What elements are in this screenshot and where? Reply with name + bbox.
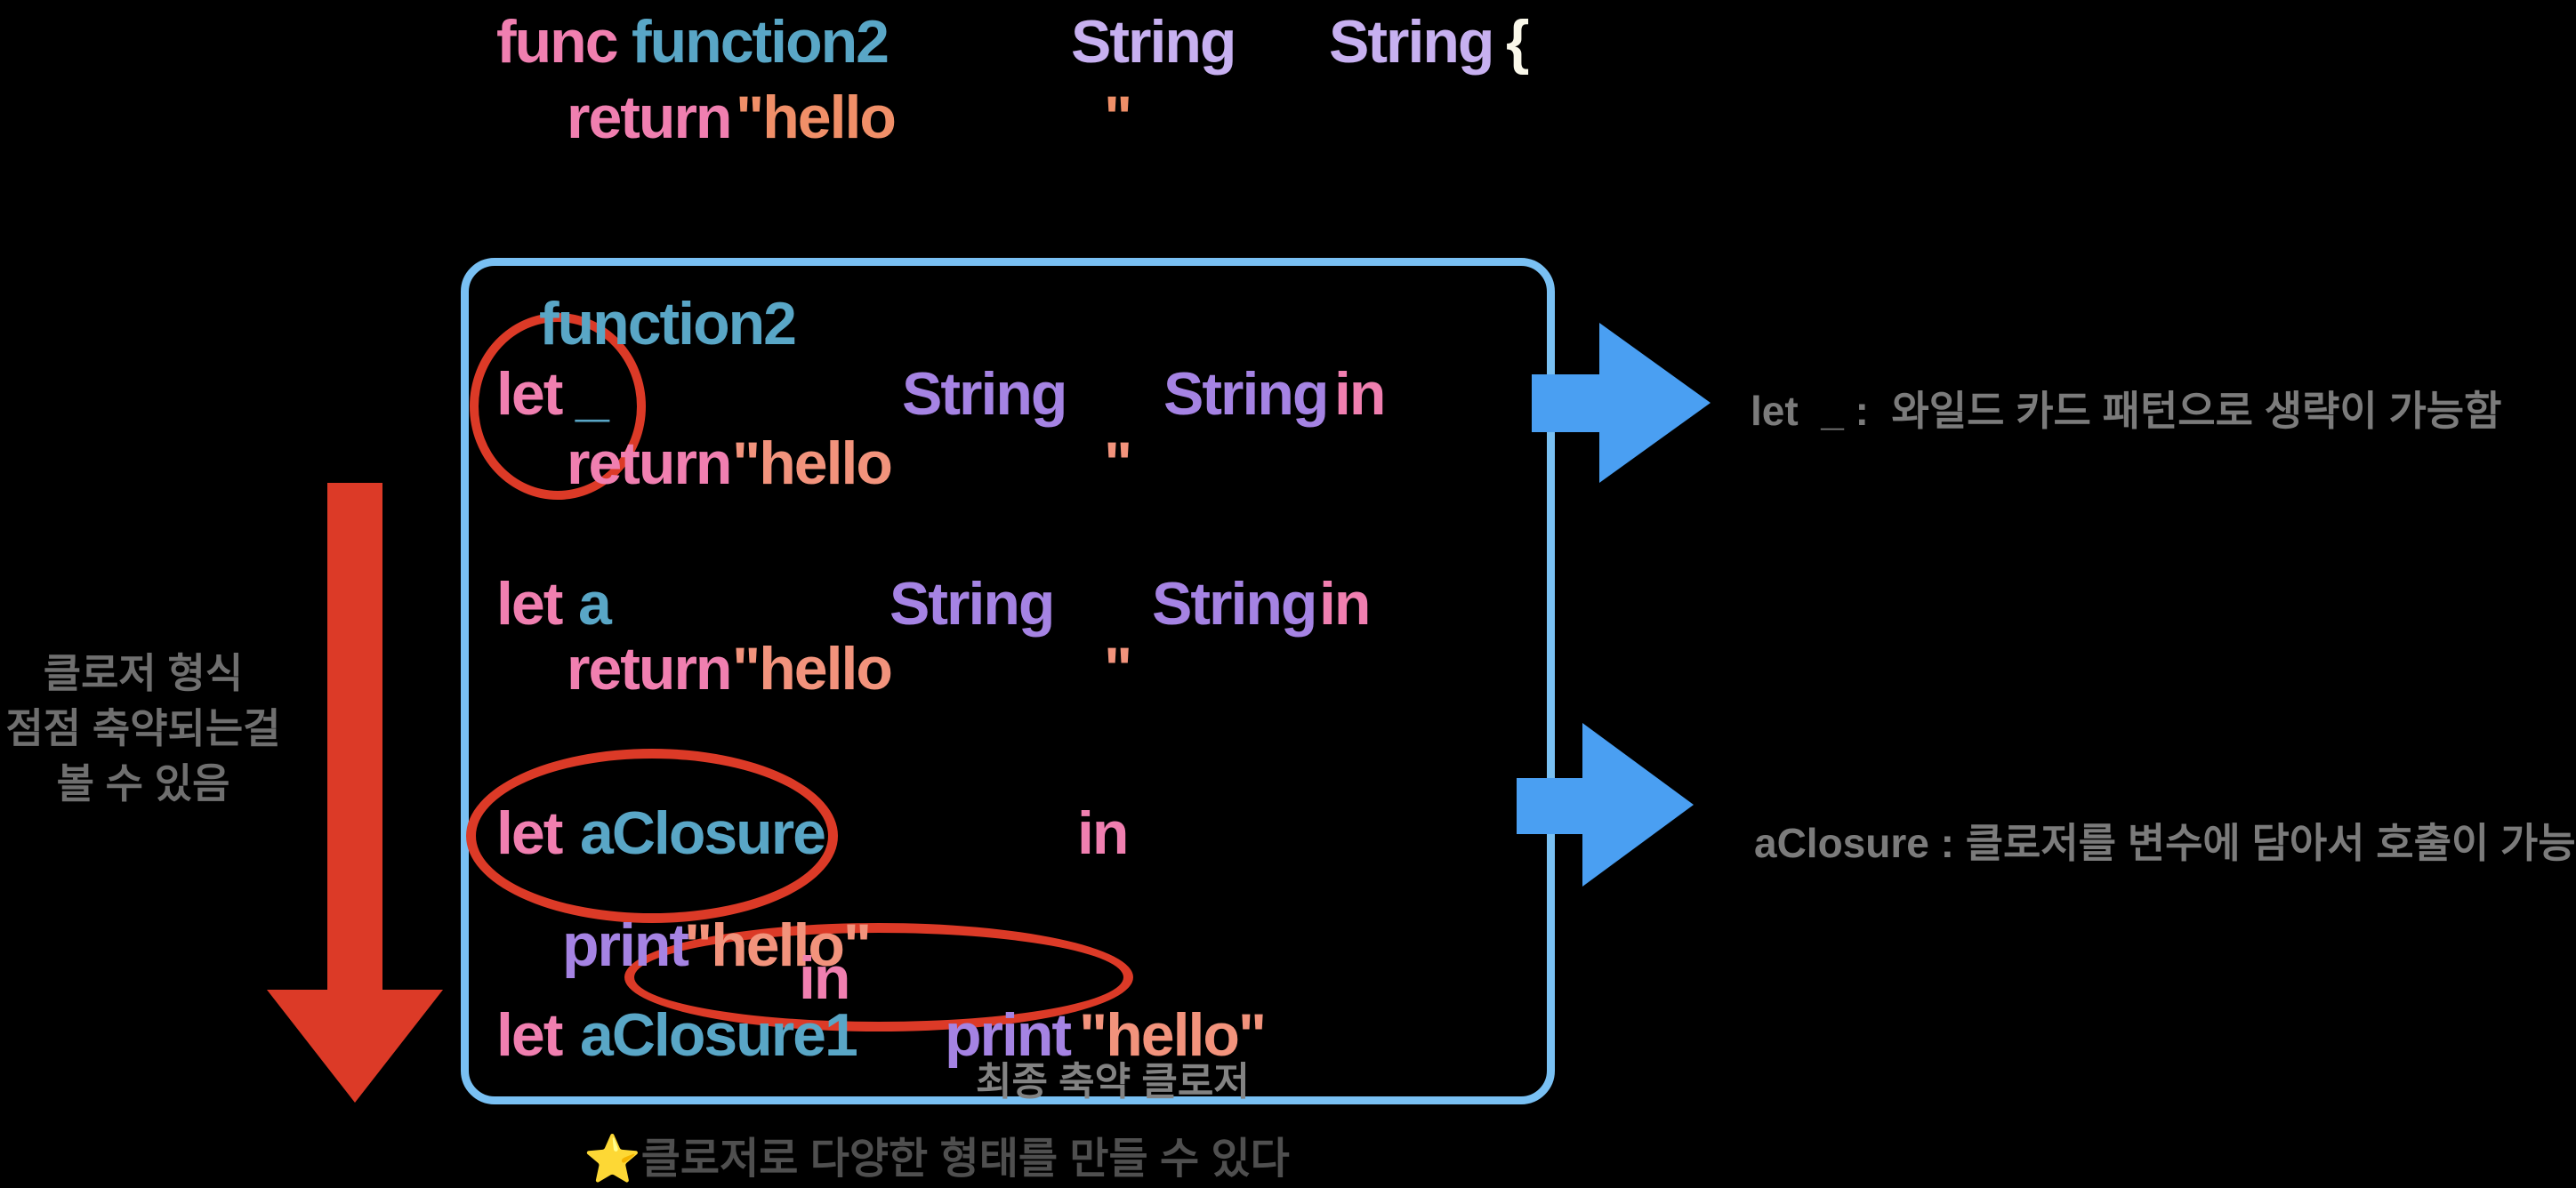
code-token: print <box>562 911 689 979</box>
code-token: return <box>567 429 732 497</box>
blue-right-arrow-2-tail <box>1517 778 1582 834</box>
emphasis-ellipse-let-aclosure <box>466 749 838 923</box>
code-token: return <box>567 84 732 151</box>
code-token: in <box>1319 570 1371 638</box>
left-note-line-3: 볼 수 있음 <box>56 760 230 807</box>
bottom-note-text: 클로저로 다양한 형태를 만들 수 있다 <box>640 1136 1290 1183</box>
emphasis-ellipse-let-underscore <box>470 313 646 500</box>
code-token: String <box>1071 8 1236 76</box>
code-token: let <box>496 570 563 638</box>
code-token: let <box>496 799 563 867</box>
red-down-arrow-shaft <box>327 483 382 990</box>
code-token: aClosure1 <box>580 1001 858 1069</box>
code-token: function2 <box>539 290 797 357</box>
code-token: let <box>496 360 563 428</box>
code-token: String <box>890 570 1055 638</box>
blue-right-arrow-2-head <box>1582 723 1694 887</box>
star-icon: ⭐ <box>584 1134 641 1185</box>
code-token: let <box>496 1001 563 1069</box>
bottom-note: ⭐ 클로저로 다양한 형태를 만들 수 있다 <box>584 1135 1290 1184</box>
code-token: _ <box>576 360 609 428</box>
code-token: { <box>1506 8 1530 76</box>
final-closure-caption: 최종 축약 클로저 <box>976 1060 1250 1104</box>
code-token: " <box>1104 635 1132 702</box>
code-token: a <box>578 570 612 638</box>
left-note: 클로저 형식 점점 축약되는걸 볼 수 있음 <box>0 646 286 811</box>
code-token: in <box>1334 360 1386 428</box>
annotation-wildcard-pattern: let _ : 와일드 카드 패턴으로 생략이 가능함 <box>1751 388 2502 434</box>
code-token: " <box>1104 84 1132 151</box>
code-token: " <box>1104 429 1132 497</box>
left-note-line-1: 클로저 형식 <box>43 650 244 696</box>
annotation-aclosure-variable: aClosure : 클로저를 변수에 담아서 호출이 가능 <box>1754 820 2576 866</box>
code-token: "hello <box>732 429 893 497</box>
blue-right-arrow-1-tail <box>1532 374 1599 432</box>
code-token: in <box>799 944 850 1012</box>
code-token: func <box>496 8 619 76</box>
code-token: "hello <box>736 84 897 151</box>
code-token: aClosure <box>580 799 826 867</box>
emphasis-ellipse-in <box>624 923 1133 1031</box>
code-token: String <box>1163 360 1329 428</box>
left-note-line-2: 점점 축약되는걸 <box>5 705 281 751</box>
code-token: print <box>945 1001 1072 1069</box>
closure-box-outline <box>461 258 1555 1104</box>
red-down-arrow-head <box>267 990 443 1103</box>
code-token: function2 <box>632 8 890 76</box>
code-token: String <box>1152 570 1317 638</box>
code-token: String <box>1329 8 1494 76</box>
code-token: String <box>902 360 1067 428</box>
code-token: "hello <box>732 635 893 702</box>
code-token: return <box>567 635 732 702</box>
code-token: "hello" <box>684 911 872 979</box>
code-token: "hello" <box>1079 1001 1267 1069</box>
blue-right-arrow-1-head <box>1599 323 1711 483</box>
code-token: in <box>1077 799 1129 867</box>
